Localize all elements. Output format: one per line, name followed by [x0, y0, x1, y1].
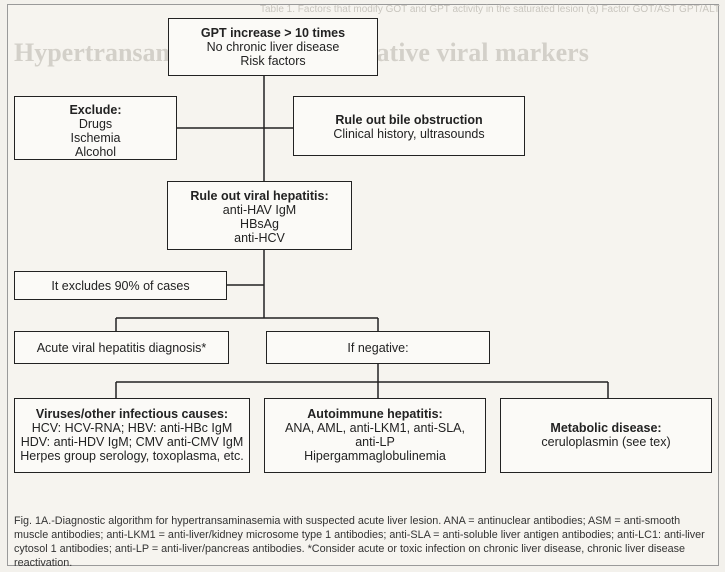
autoimmune-line-3: Hipergammaglobulinemia	[304, 449, 446, 463]
viral-line-3: anti-HCV	[234, 231, 285, 245]
exclude-line-3: Alcohol	[75, 145, 116, 159]
viral-line-1: anti-HAV IgM	[222, 203, 297, 217]
acute-diagnosis-text: Acute viral hepatitis diagnosis*	[36, 341, 207, 355]
metabolic-line-1: ceruloplasmin (see tex)	[541, 435, 671, 449]
gpt-title: GPT increase > 10 times	[200, 26, 346, 40]
exclude-line-1: Drugs	[78, 117, 113, 131]
bile-line-1: Clinical history, ultrasounds	[333, 127, 485, 141]
autoimmune-line-1: ANA, AML, anti-LKM1, anti-SLA,	[285, 421, 465, 435]
autoimmune-title: Autoimmune hepatitis:	[307, 407, 443, 421]
viral-title: Rule out viral hepatitis:	[190, 189, 329, 203]
viral-line-2: HBsAg	[240, 217, 279, 231]
figure-caption: Fig. 1A.-Diagnostic algorithm for hypert…	[14, 515, 705, 569]
viruses-line-3: Herpes group serology, toxoplasma, etc.	[20, 449, 244, 463]
excludes-90-text: It excludes 90% of cases	[51, 279, 190, 293]
if-negative-box: If negative:	[266, 331, 490, 364]
viruses-line-1: HCV: HCV-RNA; HBV: anti-HBc IgM	[31, 421, 233, 435]
viruses-title: Viruses/other infectious causes:	[35, 407, 229, 421]
excludes-90-box: It excludes 90% of cases	[14, 271, 227, 300]
gpt-increase-box: GPT increase > 10 times No chronic liver…	[168, 18, 378, 76]
exclude-line-2: Ischemia	[70, 131, 121, 145]
acute-diagnosis-box: Acute viral hepatitis diagnosis*	[14, 331, 229, 364]
viruses-box: Viruses/other infectious causes: HCV: HC…	[14, 398, 250, 473]
viruses-line-2: HDV: anti-HDV IgM; CMV anti-CMV IgM	[20, 435, 244, 449]
gpt-line-1: No chronic liver disease	[206, 40, 340, 54]
bile-obstruction-box: Rule out bile obstruction Clinical histo…	[293, 96, 525, 156]
autoimmune-line-2: anti-LP	[355, 435, 395, 449]
exclude-title: Exclude:	[69, 103, 122, 117]
background-table-header: Table 1. Factors that modify GOT and GPT…	[260, 4, 720, 15]
if-negative-text: If negative:	[347, 341, 409, 355]
viral-hepatitis-box: Rule out viral hepatitis: anti-HAV IgM H…	[167, 181, 352, 250]
metabolic-box: Metabolic disease: ceruloplasmin (see te…	[500, 398, 712, 473]
autoimmune-box: Autoimmune hepatitis: ANA, AML, anti-LKM…	[264, 398, 486, 473]
gpt-line-2: Risk factors	[240, 54, 306, 68]
exclude-box: Exclude: Drugs Ischemia Alcohol	[14, 96, 177, 160]
bile-title: Rule out bile obstruction	[335, 113, 483, 127]
metabolic-title: Metabolic disease:	[550, 421, 662, 435]
